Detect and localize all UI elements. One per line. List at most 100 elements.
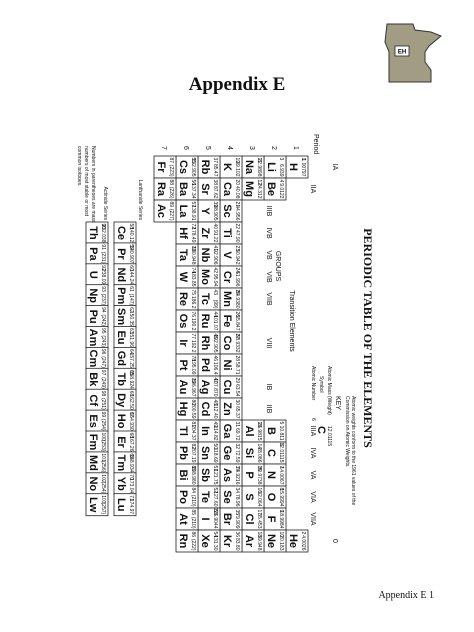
element-Np-mass: (237) bbox=[100, 294, 106, 306]
element-Xe-mass: 131.30 bbox=[212, 535, 218, 551]
element-Si-mass: 28.086 bbox=[256, 447, 262, 463]
group-label: IVB bbox=[265, 227, 272, 239]
element-Sn-mass: 118.69 bbox=[212, 448, 218, 463]
element-Ta-mass: 180.948 bbox=[190, 246, 196, 264]
element-Na-number: 11 bbox=[256, 158, 262, 163]
periodic-table-figure: PERIODIC TABLE OF THE ELEMENTS Atomic wei… bbox=[78, 134, 375, 553]
group-label: VIIA bbox=[309, 512, 316, 526]
element-Tm-symbol: Tm bbox=[115, 455, 127, 472]
element-Ru-number: 44 bbox=[212, 312, 218, 318]
element-Al-number: 13 bbox=[256, 422, 262, 428]
element-Pm-number: 61 bbox=[128, 286, 134, 292]
element-Ac-number: 89 bbox=[168, 202, 174, 208]
element-Sm-mass: 150.35 bbox=[128, 311, 134, 327]
transition-label: Transition Elements bbox=[288, 290, 295, 352]
element-Yb-symbol: Yb bbox=[115, 477, 127, 491]
element-Nd-number: 60 bbox=[128, 265, 134, 271]
element-Zr-number: 40 bbox=[212, 224, 218, 230]
element-Cm-symbol: Cm bbox=[87, 350, 99, 368]
element-Kr-number: 36 bbox=[234, 532, 240, 538]
period-number: 7 bbox=[160, 146, 167, 150]
element-Sb-symbol: Sb bbox=[199, 468, 211, 482]
element-Pb-symbol: Pb bbox=[177, 446, 189, 460]
element-Xe-number: 54 bbox=[212, 532, 218, 538]
element-P-symbol: P bbox=[243, 471, 255, 478]
element-Er-symbol: Er bbox=[115, 436, 127, 448]
element-Ba-symbol: Ba bbox=[177, 182, 189, 197]
element-Fm-symbol: Fm bbox=[87, 434, 99, 451]
element-Eu-mass: 151.96 bbox=[128, 332, 134, 348]
element-Ti-number: 22 bbox=[234, 224, 240, 230]
element-Kr-mass: 83.80 bbox=[234, 538, 240, 551]
element-Sm-symbol: Sm bbox=[115, 308, 127, 325]
group-label: VIII bbox=[265, 338, 272, 349]
element-Np-symbol: Np bbox=[87, 288, 99, 303]
element-Bk-number: 97 bbox=[100, 370, 106, 376]
element-Er-mass: 167.26 bbox=[128, 436, 134, 452]
element-Ge-number: 32 bbox=[234, 444, 240, 450]
element-Ne-symbol: Ne bbox=[265, 534, 277, 548]
element-Gd-symbol: Gd bbox=[115, 351, 127, 366]
element-Ir-mass: 192.2 bbox=[190, 340, 196, 353]
element-Hf-number: 72 bbox=[190, 224, 196, 230]
element-La-number: 57 bbox=[190, 202, 196, 208]
element-Zn-mass: 65.37 bbox=[234, 406, 240, 419]
element-Cd-number: 48 bbox=[212, 400, 218, 406]
element-Sr-symbol: Sr bbox=[199, 183, 211, 195]
element-Fr-mass: (223) bbox=[168, 165, 174, 177]
element-Ga-symbol: Ga bbox=[221, 424, 233, 440]
element-Cr-number: 24 bbox=[234, 268, 240, 274]
element-Cm-mass: (247) bbox=[100, 356, 106, 368]
element-K-symbol: K bbox=[221, 163, 233, 171]
state-shape bbox=[384, 23, 442, 83]
element-Ar-number: 18 bbox=[256, 532, 262, 538]
element-No-mass: (254) bbox=[100, 482, 106, 494]
element-Sn-symbol: Sn bbox=[199, 446, 211, 460]
element-At-number: 85 bbox=[190, 510, 196, 516]
element-Cl-symbol: Cl bbox=[243, 514, 255, 525]
element-No-symbol: No bbox=[87, 476, 99, 491]
element-Pr-number: 59 bbox=[128, 244, 134, 250]
element-Si-number: 14 bbox=[256, 444, 262, 450]
element-Mo-symbol: Mo bbox=[199, 269, 211, 285]
element-In-number: 49 bbox=[212, 422, 218, 428]
element-Ir-symbol: Ir bbox=[177, 339, 189, 347]
element-Ac-box bbox=[153, 199, 177, 223]
element-C-number: 6 bbox=[278, 444, 284, 447]
element-Tl-symbol: Tl bbox=[177, 426, 189, 436]
element-O-mass: 15.9994 bbox=[278, 488, 284, 506]
element-Ru-symbol: Ru bbox=[199, 314, 211, 329]
element-F-mass: 18.9984 bbox=[278, 510, 284, 528]
element-Ce-symbol: Ce bbox=[115, 226, 127, 240]
element-N-number: 7 bbox=[278, 466, 284, 469]
element-La-symbol: La bbox=[177, 205, 189, 219]
element-Ar-symbol: Ar bbox=[243, 535, 255, 548]
element-C-symbol: C bbox=[265, 449, 277, 457]
period-number: 3 bbox=[248, 146, 255, 150]
element-Sm-number: 62 bbox=[128, 307, 134, 313]
table-note-line-1: Atomic weights conform to the 1961 value… bbox=[350, 396, 356, 505]
element-Lw-symbol: Lw bbox=[87, 497, 99, 513]
element-Br-mass: 79.909 bbox=[234, 513, 240, 529]
element-W-symbol: W bbox=[177, 272, 189, 283]
period-number: 4 bbox=[226, 146, 233, 150]
element-B-mass: 10.811 bbox=[278, 426, 284, 441]
element-Mg-mass: 24.312 bbox=[256, 183, 262, 199]
element-Mn-symbol: Mn bbox=[221, 291, 233, 307]
group-label: IVA bbox=[309, 448, 316, 459]
element-Yb-mass: 173.04 bbox=[128, 478, 134, 494]
element-Po-symbol: Po bbox=[177, 490, 189, 504]
element-Ta-symbol: Ta bbox=[177, 249, 189, 262]
element-Se-mass: 78.96 bbox=[234, 494, 240, 507]
element-Be-symbol: Be bbox=[265, 182, 277, 196]
element-Pm-mass: (147) bbox=[128, 294, 134, 306]
table-title: PERIODIC TABLE OF THE ELEMENTS bbox=[361, 228, 375, 448]
key-symbol-label: Symbol bbox=[318, 376, 324, 393]
element-I-number: 53 bbox=[212, 510, 218, 516]
element-S-mass: 32.064 bbox=[256, 491, 262, 507]
element-C-mass: 12.01115 bbox=[278, 442, 284, 462]
element-U-number: 92 bbox=[100, 265, 106, 271]
element-Nd-mass: 144.24 bbox=[128, 269, 134, 285]
element-Lw-number: 103 bbox=[100, 495, 106, 504]
element-Ho-mass: 164.930 bbox=[128, 413, 134, 431]
